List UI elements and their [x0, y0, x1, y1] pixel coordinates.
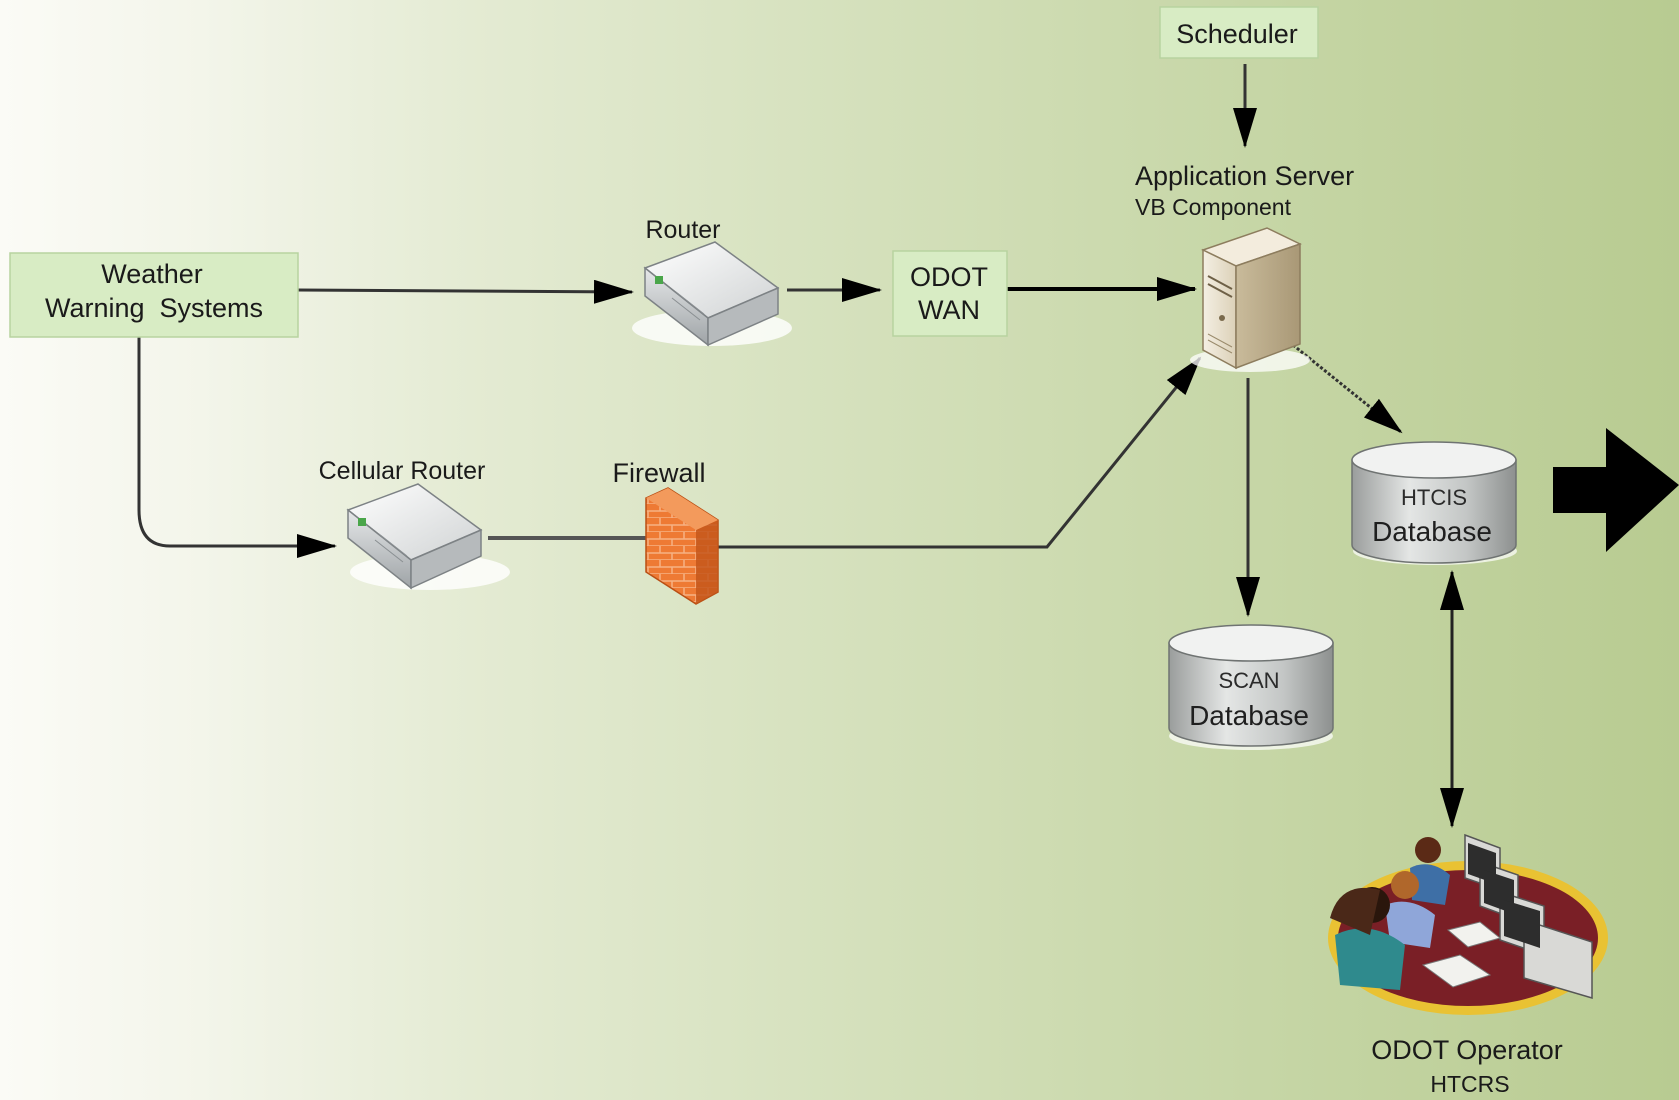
router-icon — [632, 241, 792, 347]
weather-to-cellular-router-arrow — [137, 337, 337, 558]
scan-database-label-small: SCAN — [1218, 668, 1279, 693]
odot-operator-icon — [1328, 833, 1608, 1015]
htcis-database-label-small: HTCIS — [1401, 485, 1467, 510]
app-server-label-line2: VB Component — [1135, 194, 1292, 220]
scan-database: SCAN Database — [1168, 624, 1334, 750]
cellular-router-label: Cellular Router — [319, 457, 486, 485]
scan-database-label-big: Database — [1189, 700, 1309, 731]
firewall-to-server-arrow — [718, 356, 1202, 549]
weather-to-router-arrow — [297, 279, 634, 304]
scheduler-label: Scheduler — [1176, 19, 1298, 49]
cellular-router-icon — [346, 483, 510, 590]
weather-warning-systems-box: Weather Warning Systems — [9, 252, 299, 338]
weather-label-line2: Warning Systems — [45, 293, 263, 323]
odot-wan-label-line2: WAN — [918, 295, 980, 325]
application-server-icon — [1190, 227, 1310, 372]
odot-operator-label-line2: HTCRS — [1430, 1071, 1509, 1097]
connectors — [137, 64, 1464, 828]
odot-operator-label-line1: ODOT Operator — [1371, 1035, 1563, 1065]
app-server-label-line1: Application Server — [1135, 161, 1354, 191]
continuation-arrow-icon — [1553, 428, 1679, 552]
firewall-label: Firewall — [612, 458, 705, 488]
htcis-database-label-big: Database — [1372, 516, 1492, 547]
htcis-database: HTCIS Database — [1351, 441, 1517, 565]
server-to-htcis-arrow — [1292, 343, 1403, 434]
odot-wan-box: ODOT WAN — [892, 250, 1008, 337]
firewall-icon — [645, 487, 719, 605]
weather-label-line1: Weather — [101, 259, 203, 289]
scheduler-box: Scheduler — [1159, 6, 1319, 59]
router-label: Router — [645, 216, 720, 244]
odot-wan-label-line1: ODOT — [910, 262, 988, 292]
